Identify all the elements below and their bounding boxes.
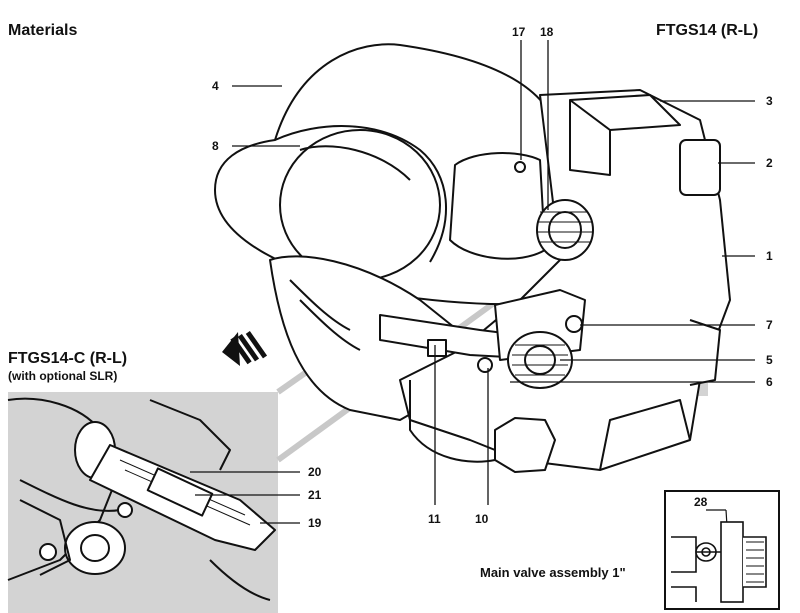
valve-detail-drawing [671,509,767,603]
flow-arrows [222,330,268,366]
cover-rim [274,125,447,263]
cap-top [569,94,681,131]
main-valve-inset: 28 [664,490,780,610]
inset-left-title: FTGS14-C (R-L) [8,350,128,367]
main-valve-caption: Main valve assembly 1" [480,565,626,580]
callout-6: 6 [766,375,773,389]
callout-18: 18 [540,25,554,39]
inset-seat [64,521,126,575]
threaded-seat [536,199,594,261]
plug-nut [494,417,556,473]
callout-2: 2 [766,156,773,170]
inset-sleeve [146,467,214,517]
callout-17: 17 [512,25,526,39]
valve-boss [449,152,546,260]
callout-10: 10 [475,512,489,526]
callout-21: 21 [308,488,322,502]
callout-28: 28 [694,495,708,509]
page-title: Materials [8,22,78,39]
inset-left-subtitle: (with optional SLR) [8,369,118,383]
model-title: FTGS14 (R-L) [656,22,759,39]
screw-7 [565,315,583,333]
callout-20: 20 [308,465,322,479]
bolt-head [679,139,721,196]
callout-1: 1 [766,249,773,263]
callout-3: 3 [766,94,773,108]
callout-11: 11 [428,512,441,526]
callout-4: 4 [212,79,219,93]
callout-19: 19 [308,516,322,530]
callout-5: 5 [766,353,773,367]
callout-7: 7 [766,318,773,332]
callout-8: 8 [212,139,219,153]
leader-lines [190,40,755,524]
